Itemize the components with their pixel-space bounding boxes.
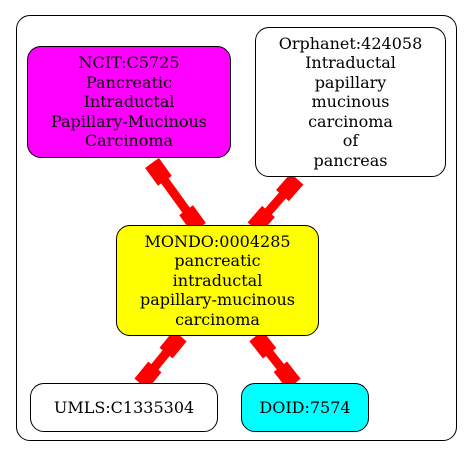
node-line: Intraductal	[83, 92, 175, 112]
node-ncit-c5725[interactable]: NCIT:C5725 Pancreatic Intraductal Papill…	[27, 46, 231, 158]
node-line: Papillary-Mucinous	[50, 111, 208, 131]
edge-cap-start	[159, 330, 187, 359]
node-line: papillary-mucinous	[139, 290, 295, 310]
node-line: UMLS:C1335304	[53, 397, 195, 417]
edge-cap-start	[276, 173, 304, 202]
edge-cap-start	[145, 158, 172, 186]
node-line: carcinoma	[308, 111, 393, 131]
node-line: pancreas	[313, 150, 388, 170]
node-line: NCIT:C5725	[78, 53, 180, 73]
node-doid-7574[interactable]: DOID:7574	[241, 383, 369, 432]
node-line: mucinous	[311, 92, 390, 112]
node-line: Orphanet:424058	[278, 33, 423, 53]
edge-cap-start	[249, 330, 277, 359]
node-line: carcinoma	[175, 309, 260, 329]
node-line: DOID:7574	[259, 397, 351, 417]
node-line: pancreatic	[174, 251, 261, 271]
node-umls-c1335304[interactable]: UMLS:C1335304	[30, 383, 218, 432]
node-line: Carcinoma	[84, 131, 174, 151]
node-line: papillary	[314, 72, 387, 92]
edge-cap-end	[273, 361, 301, 390]
node-line: MONDO:0004285	[144, 231, 291, 251]
node-line: intraductal	[172, 270, 263, 290]
edge-cap-end	[134, 361, 162, 390]
node-line: of	[342, 131, 359, 151]
node-line: Intraductal	[305, 53, 396, 73]
node-mondo-0004285[interactable]: MONDO:0004285 pancreatic intraductal pap…	[116, 225, 319, 336]
node-orphanet-424058[interactable]: Orphanet:424058 Intraductal papillary mu…	[255, 27, 446, 177]
node-line: Pancreatic	[85, 72, 172, 92]
